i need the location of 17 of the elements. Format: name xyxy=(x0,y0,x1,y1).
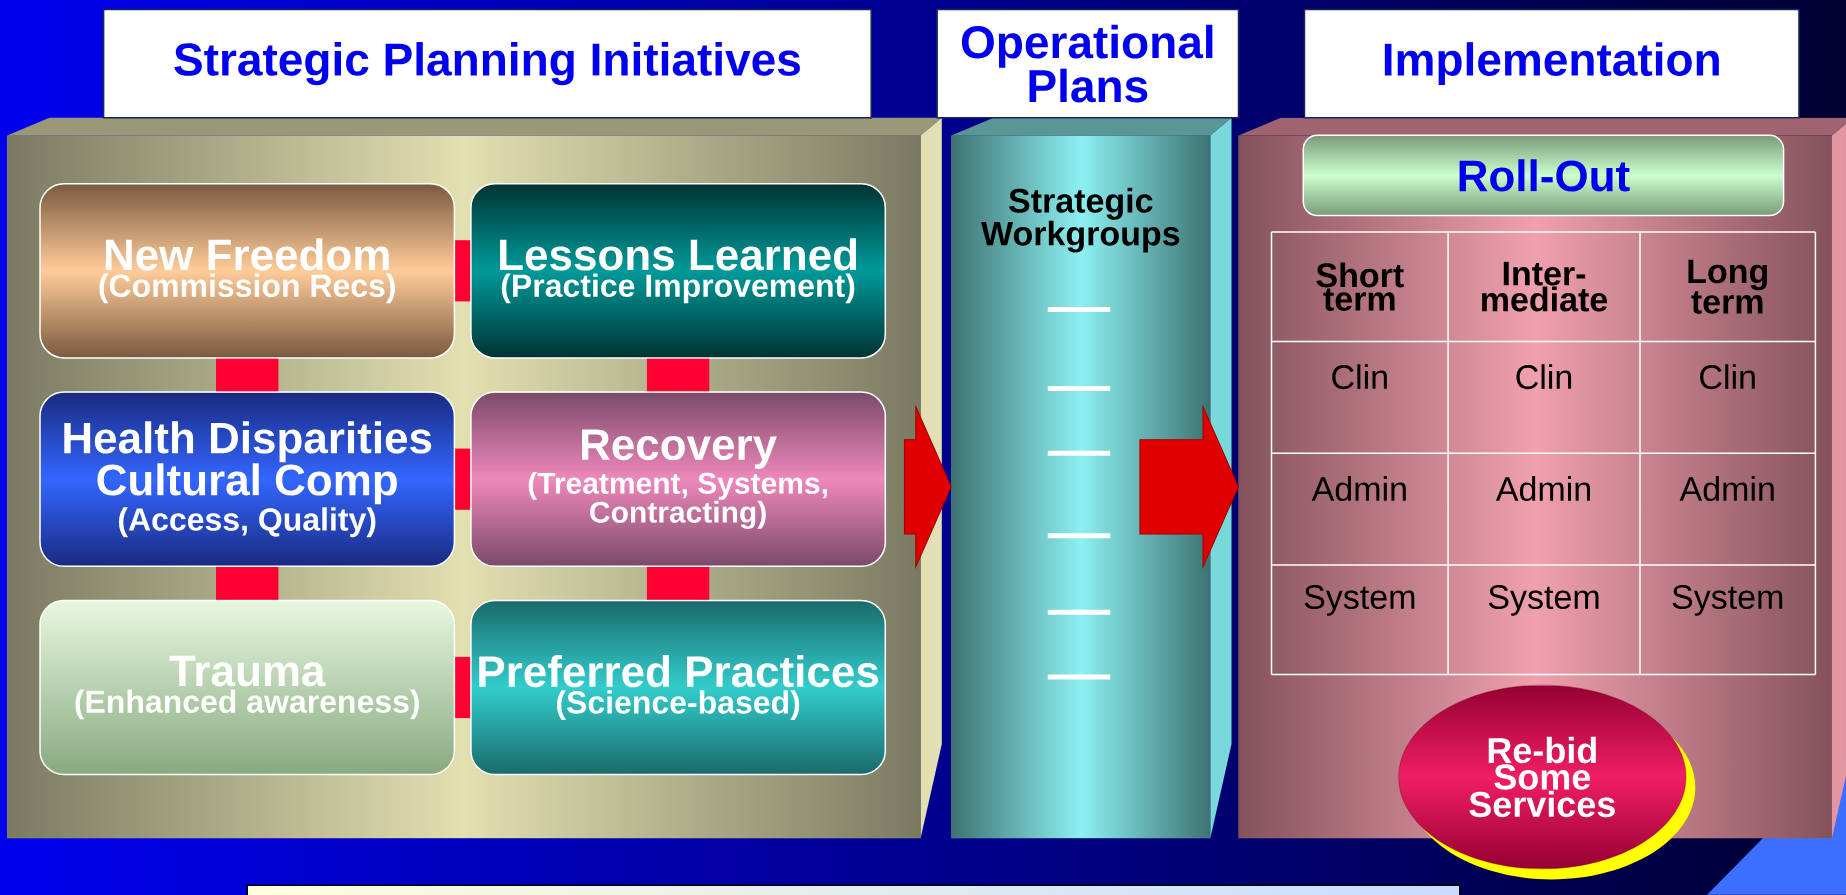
connector-bar xyxy=(646,358,710,392)
initiative-box: Preferred Practices (Science-based) xyxy=(470,599,887,776)
connector-bar xyxy=(216,567,279,600)
connector-bar xyxy=(455,240,471,302)
initiative-box: New Freedom (Commission Recs) xyxy=(39,182,456,359)
initiative-box: Health Disparities Cultural Comp (Access, Quality) xyxy=(39,391,456,568)
initiative-box: Trauma (Enhanced awareness) xyxy=(39,599,456,776)
block-arrow xyxy=(903,406,952,568)
connector-bar xyxy=(455,656,471,719)
connector-bar xyxy=(646,567,710,600)
connector-bar xyxy=(216,358,279,392)
heading-box: Implementation xyxy=(1303,8,1800,119)
initiative-box: Recovery (Treatment, Systems, Contracting) xyxy=(470,391,887,568)
connector-bar xyxy=(455,448,471,510)
heading-box: Strategic Planning Initiatives xyxy=(102,8,872,119)
heading-box: Operational Plans xyxy=(936,8,1240,119)
initiative-box: Lessons Learned (Practice Improvement) xyxy=(470,182,887,359)
